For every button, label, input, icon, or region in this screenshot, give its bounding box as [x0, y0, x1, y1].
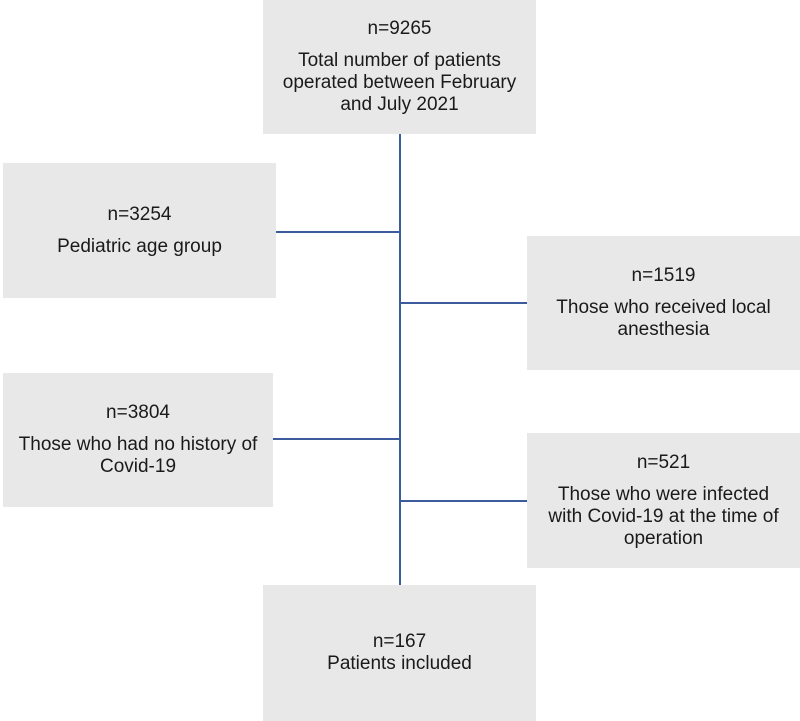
connector-local [400, 302, 527, 304]
infected-label: Those who were infected with Covid-19 at… [548, 483, 779, 549]
pediatric-count: n=3254 [107, 203, 172, 225]
no-history-label: Those who had no history of Covid-19 [18, 434, 258, 477]
total-label: Total number of patients operated betwee… [282, 50, 517, 115]
infected-count: n=521 [636, 451, 691, 473]
total-patients-box: n=9265 Total number of patients operated… [263, 0, 536, 134]
connector-infected [400, 500, 527, 502]
pediatric-box: n=3254 Pediatric age group [3, 163, 276, 298]
infected-box: n=521 Those who were infected with Covid… [527, 433, 800, 568]
main-connector-line [399, 134, 401, 585]
included-label: Patients included [327, 653, 472, 674]
no-history-count: n=3804 [106, 402, 170, 423]
local-count: n=1519 [631, 265, 696, 286]
included-box: n=167 Patients included [263, 585, 536, 721]
connector-no-history [273, 438, 400, 440]
included-count: n=167 [372, 631, 427, 652]
no-history-box: n=3804 Those who had no history of Covid… [3, 373, 273, 507]
total-count: n=9265 [367, 18, 432, 39]
connector-pediatric [276, 231, 400, 233]
local-anesthesia-box: n=1519 Those who received local anesthes… [527, 236, 800, 370]
local-label: Those who received local anesthesia [556, 297, 771, 340]
pediatric-label: Pediatric age group [57, 235, 222, 257]
